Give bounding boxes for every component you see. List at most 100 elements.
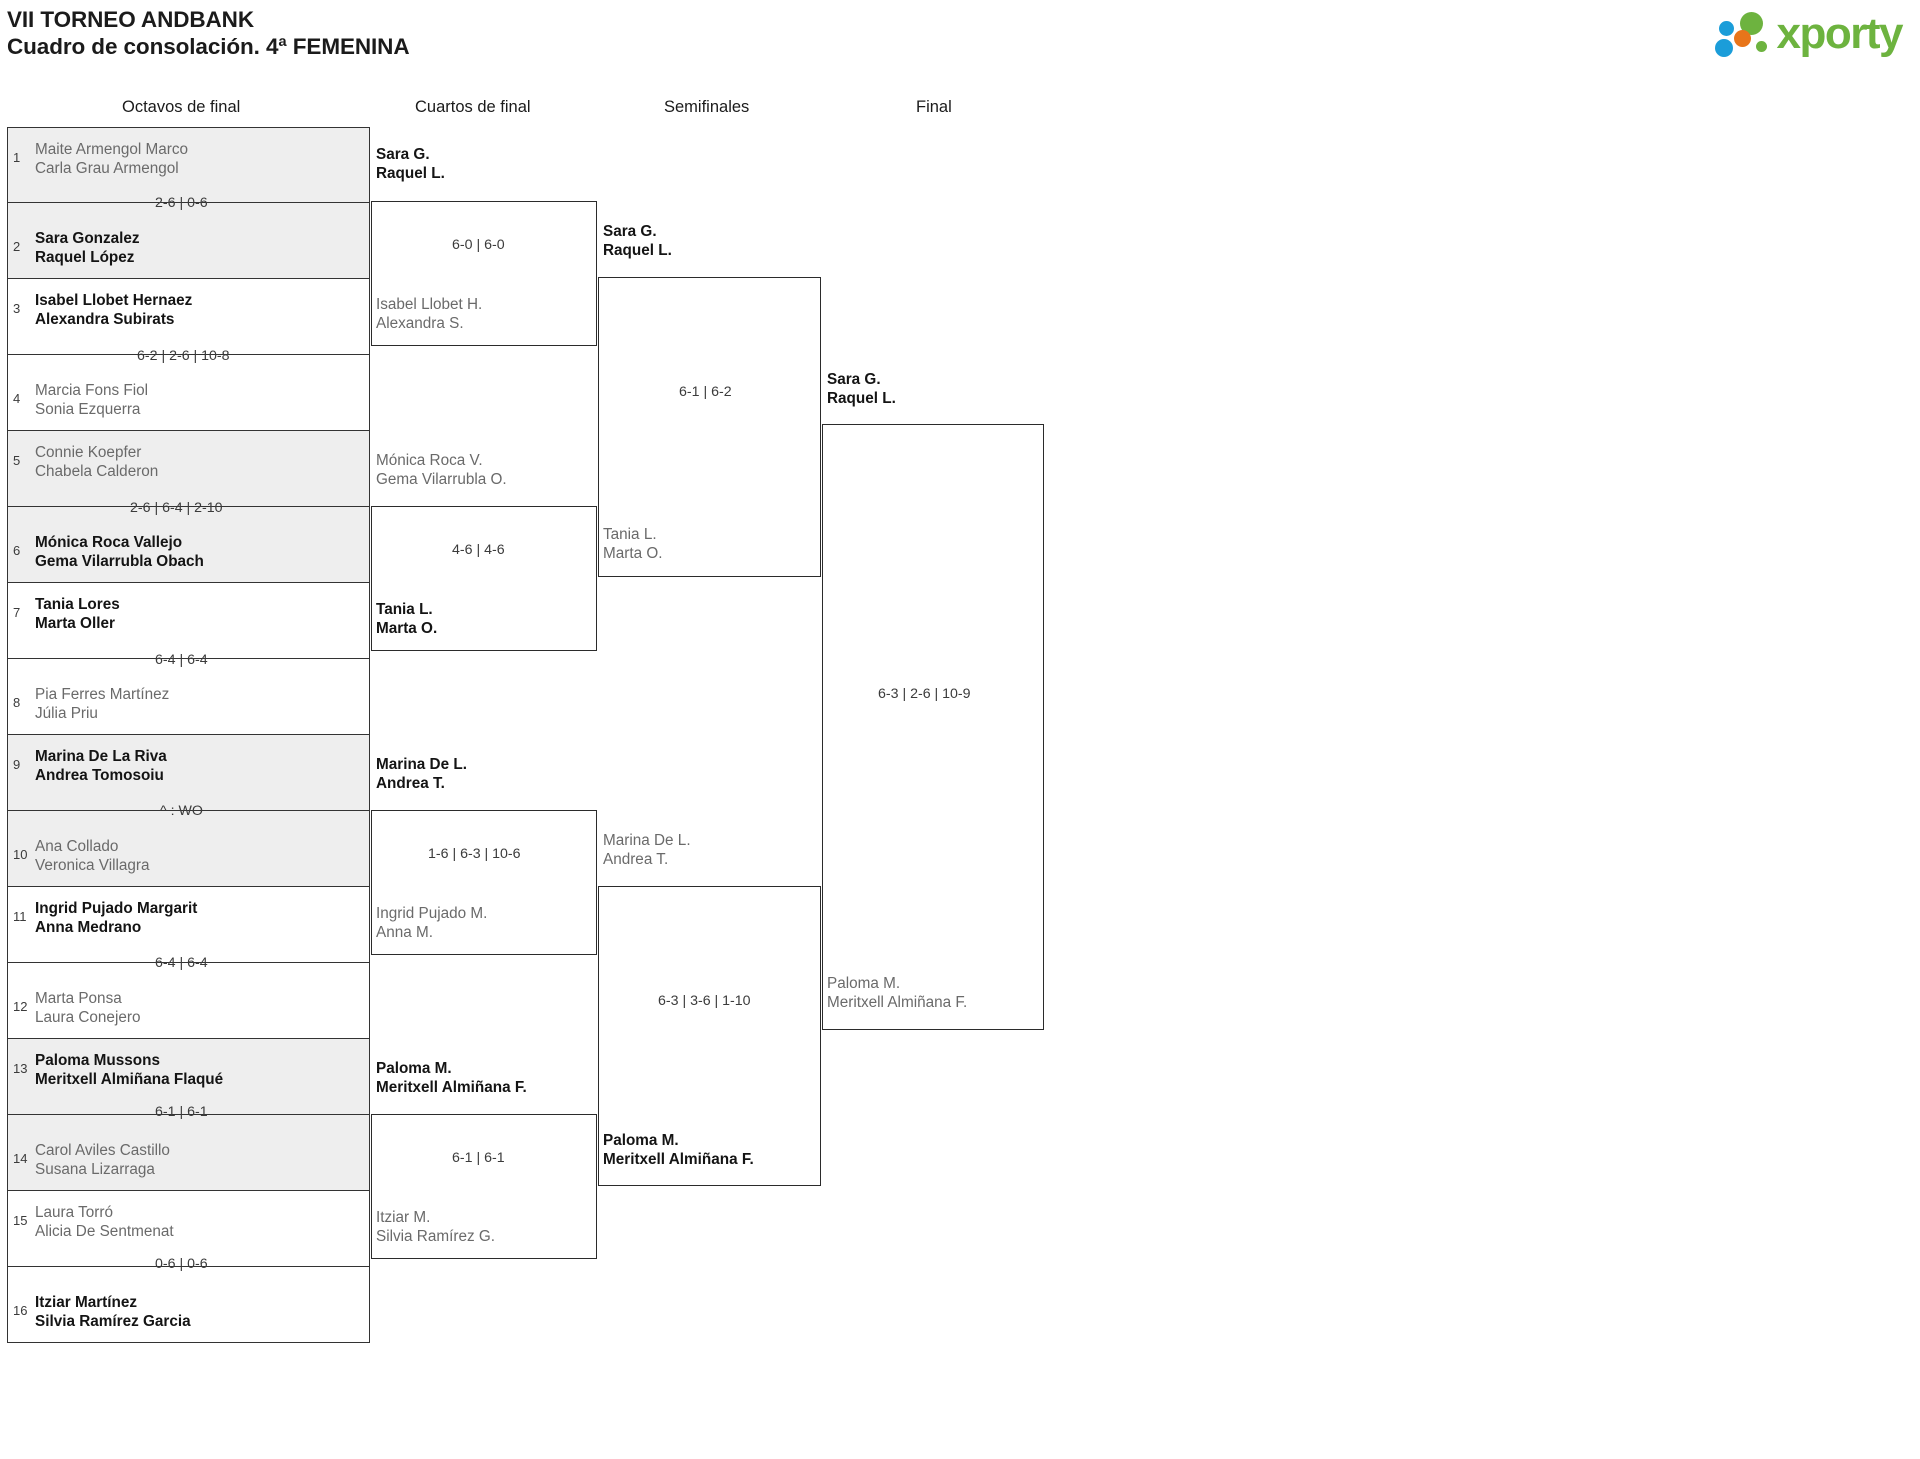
qf-matchbox-2	[371, 506, 597, 651]
round-header-semifinales: Semifinales	[664, 98, 750, 116]
qf3-player-name-4: Anna M.	[376, 924, 433, 941]
seed-number: 5	[13, 453, 21, 468]
r16-score-7: 6-1 | 6-1	[155, 1104, 208, 1120]
seed-number: 13	[13, 1061, 28, 1076]
bracket-subtitle: Cuadro de consolación. 4ª FEMENINA	[7, 34, 410, 59]
player-name-1: Ana Collado	[35, 838, 119, 855]
sf2-player-name-2: Andrea T.	[603, 851, 669, 868]
qf3-player-name-2: Andrea T.	[376, 775, 445, 792]
player-name-1: Mónica Roca Vallejo	[35, 534, 183, 551]
qf4-player-name-4: Silvia Ramírez G.	[376, 1228, 495, 1245]
r16-slot-3[interactable]: 3 Isabel Llobet Hernaez Alexandra Subira…	[7, 279, 370, 355]
qf-score-2: 4-6 | 4-6	[452, 542, 505, 558]
player-name-1: Isabel Llobet Hernaez	[35, 292, 193, 309]
qf3-player-name-3: Ingrid Pujado M.	[376, 905, 488, 922]
player-name-2: Laura Conejero	[35, 1009, 141, 1026]
seed-number: 1	[13, 150, 21, 165]
r16-slot-15[interactable]: 15 Laura Torró Alicia De Sentmenat	[7, 1191, 370, 1267]
sf1-player-name-4: Marta O.	[603, 545, 663, 562]
qf2-player-name-2: Gema Vilarrubla O.	[376, 471, 507, 488]
player-name-1: Paloma Mussons	[35, 1052, 160, 1069]
qf-matchbox-4	[371, 1114, 597, 1259]
round-header-cuartos: Cuartos de final	[415, 98, 531, 116]
player-name-2: Sonia Ezquerra	[35, 401, 141, 418]
seed-number: 11	[13, 909, 27, 924]
logo-dot-blue-bottom	[1714, 39, 1733, 57]
r16-slot-16[interactable]: 16 Itziar Martínez Silvia Ramírez Garcia	[7, 1267, 370, 1343]
r16-slot-10[interactable]: 10 Ana Collado Veronica Villagra	[7, 811, 370, 887]
final-player-name-4: Meritxell Almiñana F.	[827, 994, 968, 1011]
round-header-octavos: Octavos de final	[122, 98, 241, 116]
qf-matchbox-1	[371, 201, 597, 346]
player-name-2: Veronica Villagra	[35, 857, 150, 874]
r16-score-4: 6-4 | 6-4	[155, 652, 208, 668]
r16-score-6: 6-4 | 6-4	[155, 955, 208, 971]
logo-dot-green-large	[1739, 12, 1763, 35]
final-matchbox	[822, 424, 1044, 1030]
r16-slot-9[interactable]: 9 Marina De La Riva Andrea Tomosoiu	[7, 735, 370, 811]
sf1-player-name-2: Raquel L.	[603, 242, 672, 259]
r16-slot-13[interactable]: 13 Paloma Mussons Meritxell Almiñana Fla…	[7, 1039, 370, 1115]
player-name-1: Tania Lores	[35, 596, 120, 613]
seed-number: 8	[13, 695, 21, 710]
player-name-1: Ingrid Pujado Margarit	[35, 900, 198, 917]
qf1-player-name-4: Alexandra S.	[376, 315, 464, 332]
sf2-player-name-1: Marina De L.	[603, 832, 691, 849]
player-name-2: Chabela Calderon	[35, 463, 159, 480]
qf4-player-name-2: Meritxell Almiñana F.	[376, 1079, 527, 1096]
player-name-2: Anna Medrano	[35, 919, 142, 936]
seed-number: 15	[13, 1213, 28, 1228]
r16-slot-12[interactable]: 12 Marta Ponsa Laura Conejero	[7, 963, 370, 1039]
player-name-1: Maite Armengol Marco	[35, 141, 189, 158]
qf-matchbox-3	[371, 810, 597, 955]
sf-score-1: 6-1 | 6-2	[679, 384, 732, 400]
r16-score-2: 6-2 | 2-6 | 10-8	[137, 348, 230, 364]
final-player-name-1: Sara G.	[827, 371, 881, 388]
seed-number: 7	[13, 605, 21, 620]
final-score: 6-3 | 2-6 | 10-9	[878, 686, 971, 702]
player-name-1: Marta Ponsa	[35, 990, 122, 1007]
player-name-2: Susana Lizarraga	[35, 1161, 155, 1178]
sf-matchbox-1	[598, 277, 821, 577]
seed-number: 12	[13, 999, 28, 1014]
r16-score-3: 2-6 | 6-4 | 2-10	[130, 500, 223, 516]
r16-slot-2[interactable]: 2 Sara Gonzalez Raquel López	[7, 203, 370, 279]
page-title: VII TORNEO ANDBANK Cuadro de consolación…	[7, 6, 1207, 60]
player-name-1: Pia Ferres Martínez	[35, 686, 170, 703]
r16-slot-11[interactable]: 11 Ingrid Pujado Margarit Anna Medrano	[7, 887, 370, 963]
seed-number: 14	[13, 1151, 28, 1166]
player-name-1: Sara Gonzalez	[35, 230, 140, 247]
logo-wordmark: xporty	[1776, 9, 1904, 58]
final-player-name-2: Raquel L.	[827, 390, 896, 407]
r16-slot-7[interactable]: 7 Tania Lores Marta Oller	[7, 583, 370, 659]
tournament-name: VII TORNEO ANDBANK	[7, 7, 254, 32]
r16-slot-8[interactable]: 8 Pia Ferres Martínez Júlia Priu	[7, 659, 370, 735]
sf1-player-name-1: Sara G.	[603, 223, 657, 240]
r16-slot-1[interactable]: 1 Maite Armengol Marco Carla Grau Armeng…	[7, 127, 370, 203]
qf4-player-name-1: Paloma M.	[376, 1060, 452, 1077]
player-name-2: Meritxell Almiñana Flaqué	[35, 1071, 224, 1088]
sf2-player-name-3: Paloma M.	[603, 1132, 679, 1149]
seed-number: 2	[13, 239, 21, 254]
r16-score-5: ^ : WO	[160, 803, 203, 819]
qf3-player-name-1: Marina De L.	[376, 756, 467, 773]
qf1-player-name-3: Isabel Llobet H.	[376, 296, 483, 313]
sf2-player-name-4: Meritxell Almiñana F.	[603, 1151, 754, 1168]
player-name-2: Silvia Ramírez Garcia	[35, 1313, 191, 1330]
r16-slot-6[interactable]: 6 Mónica Roca Vallejo Gema Vilarrubla Ob…	[7, 507, 370, 583]
sf-matchbox-2	[598, 886, 821, 1186]
r16-slot-4[interactable]: 4 Marcia Fons Fiol Sonia Ezquerra	[7, 355, 370, 431]
r16-slot-14[interactable]: 14 Carol Aviles Castillo Susana Lizarrag…	[7, 1115, 370, 1191]
seed-number: 9	[13, 757, 21, 772]
player-name-1: Carol Aviles Castillo	[35, 1142, 170, 1159]
r16-slot-5[interactable]: 5 Connie Koepfer Chabela Calderon	[7, 431, 370, 507]
seed-number: 10	[13, 847, 28, 862]
player-name-1: Itziar Martínez	[35, 1294, 137, 1311]
qf-score-1: 6-0 | 6-0	[452, 237, 505, 253]
sf1-player-name-3: Tania L.	[603, 526, 657, 543]
final-player-name-3: Paloma M.	[827, 975, 901, 992]
r16-score-8: 0-6 | 0-6	[155, 1256, 208, 1272]
seed-number: 16	[13, 1303, 28, 1318]
qf2-player-name-4: Marta O.	[376, 620, 438, 637]
qf4-player-name-3: Itziar M.	[376, 1209, 431, 1226]
